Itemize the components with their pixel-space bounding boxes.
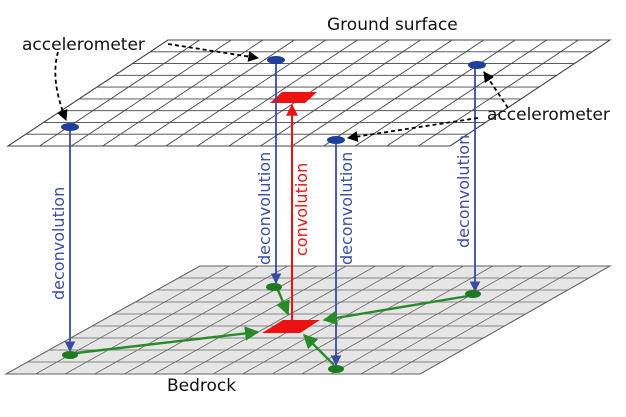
surface-grid-col-line — [291, 39, 453, 147]
bedrock-grid-col-line — [419, 265, 611, 375]
accelerometer-label-left: accelerometer — [22, 35, 145, 55]
surface-grid-col-line — [102, 39, 263, 147]
bedrock-point-bottom — [328, 365, 344, 373]
bedrock-grid-col-line — [360, 265, 552, 375]
deconvolution-label-left: deconvolution — [49, 187, 68, 300]
bedrock-point-left — [62, 351, 78, 359]
transfer-arrow-right — [322, 294, 469, 325]
surface-grid-col-line — [134, 39, 295, 147]
deconvolution-label-right: deconvolution — [454, 135, 473, 248]
bedrock-grid-col-line — [390, 265, 581, 375]
callout-leader-left-to-center-sensor — [167, 43, 260, 62]
bedrock-grid-col-line — [5, 265, 201, 375]
bedrock-point-center — [266, 283, 282, 291]
surface-grid-col-line — [355, 39, 516, 147]
surface-grid-col-line — [165, 39, 327, 147]
bedrock-grid-col-line — [271, 265, 464, 375]
bedrock-label: Bedrock — [167, 376, 236, 396]
bedrock-grid-col-line — [124, 265, 318, 375]
surface-grid-col-line — [7, 39, 169, 147]
callout-leader-right-to-center-sensor — [346, 117, 479, 142]
transfer-arrow-center — [276, 289, 290, 316]
surface-target-patch — [270, 92, 317, 103]
bedrock-grid-col-line — [94, 265, 289, 375]
transfer-arrow-bottom — [302, 333, 335, 366]
surface-grid-col-line — [323, 39, 484, 147]
accelerometer-sensor-center — [267, 56, 285, 64]
bedrock-grid-col-line — [64, 265, 259, 375]
bedrock-grid-col-line — [183, 265, 376, 375]
callout-leader-left-to-left-sensor — [54, 51, 68, 122]
accelerometer-sensor-right — [468, 61, 486, 69]
bedrock-grid-col-line — [331, 265, 523, 375]
ground-surface-label: Ground surface — [327, 15, 458, 35]
callout-leader-right-to-right-sensor — [483, 71, 509, 109]
accelerometer-label-right: accelerometer — [487, 105, 610, 125]
surface-grid-col-line — [197, 39, 358, 147]
bedrock-grid-col-line — [153, 265, 347, 375]
surface-grid-col-line — [449, 39, 611, 147]
accelerometer-sensor-right-center — [327, 136, 345, 144]
accelerometer-sensor-left — [61, 123, 79, 131]
bedrock-grid-col-line — [242, 265, 435, 375]
bedrock-point-right — [465, 290, 481, 298]
surface-grid-col-line — [260, 39, 421, 147]
transfer-arrow-left — [75, 326, 260, 355]
deconvolution-label-center: deconvolution — [255, 152, 274, 265]
surface-grid-col-line — [70, 39, 232, 147]
bedrock-source-patch — [262, 320, 320, 333]
convolution-label: convolution — [292, 163, 311, 256]
deconvolution-label-right-center: deconvolution — [337, 152, 356, 265]
